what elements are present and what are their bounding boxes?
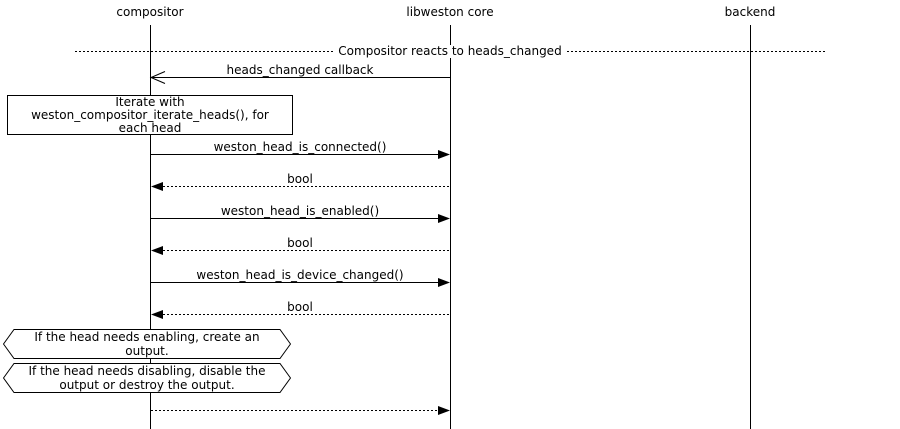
arrowhead-filled-right [438,406,450,415]
hexagon-shape [3,363,291,393]
note-text-line: output or destroy the output. [59,378,235,392]
condition-note-enabling: If the head needs enabling, create an ou… [3,329,291,359]
return-label-bool-3: bool [287,300,313,314]
note-iterate-heads: Iterate with weston_compositor_iterate_h… [7,95,293,135]
arrowhead-open-left [149,71,166,84]
note-text-line: If the head needs enabling, create an [34,330,260,344]
message-label-enabled: weston_head_is_enabled() [220,204,380,218]
arrowhead-filled-left [151,182,163,191]
return-label-bool-1: bool [287,172,313,186]
arrowhead-filled-right [438,150,450,159]
note-text-line: weston_compositor_iterate_heads(), for [31,107,269,122]
return-label-bool-2: bool [287,236,313,250]
note-text-line: Iterate with [115,94,185,109]
note-text-line: each head [118,120,182,135]
note-text-line: output. [125,344,169,358]
note-text-line: If the head needs disabling, disable the [28,364,266,378]
arrowhead-filled-right [438,214,450,223]
arrowhead-filled-left [151,246,163,255]
arrowhead-filled-right [438,278,450,287]
arrowhead-filled-left [151,310,163,319]
message-label-callback: heads_changed callback [226,63,374,77]
message-label-connected: weston_head_is_connected() [213,140,387,154]
hexagon-shape [3,329,291,359]
participant-backend: backend [724,5,776,19]
participant-libweston-core: libweston core [406,5,494,19]
message-label-device-changed: weston_head_is_device_changed() [196,268,404,282]
participant-compositor: compositor [116,5,184,19]
condition-note-disabling: If the head needs disabling, disable the… [3,363,291,393]
divider-title: Compositor reacts to heads_changed [333,45,567,58]
